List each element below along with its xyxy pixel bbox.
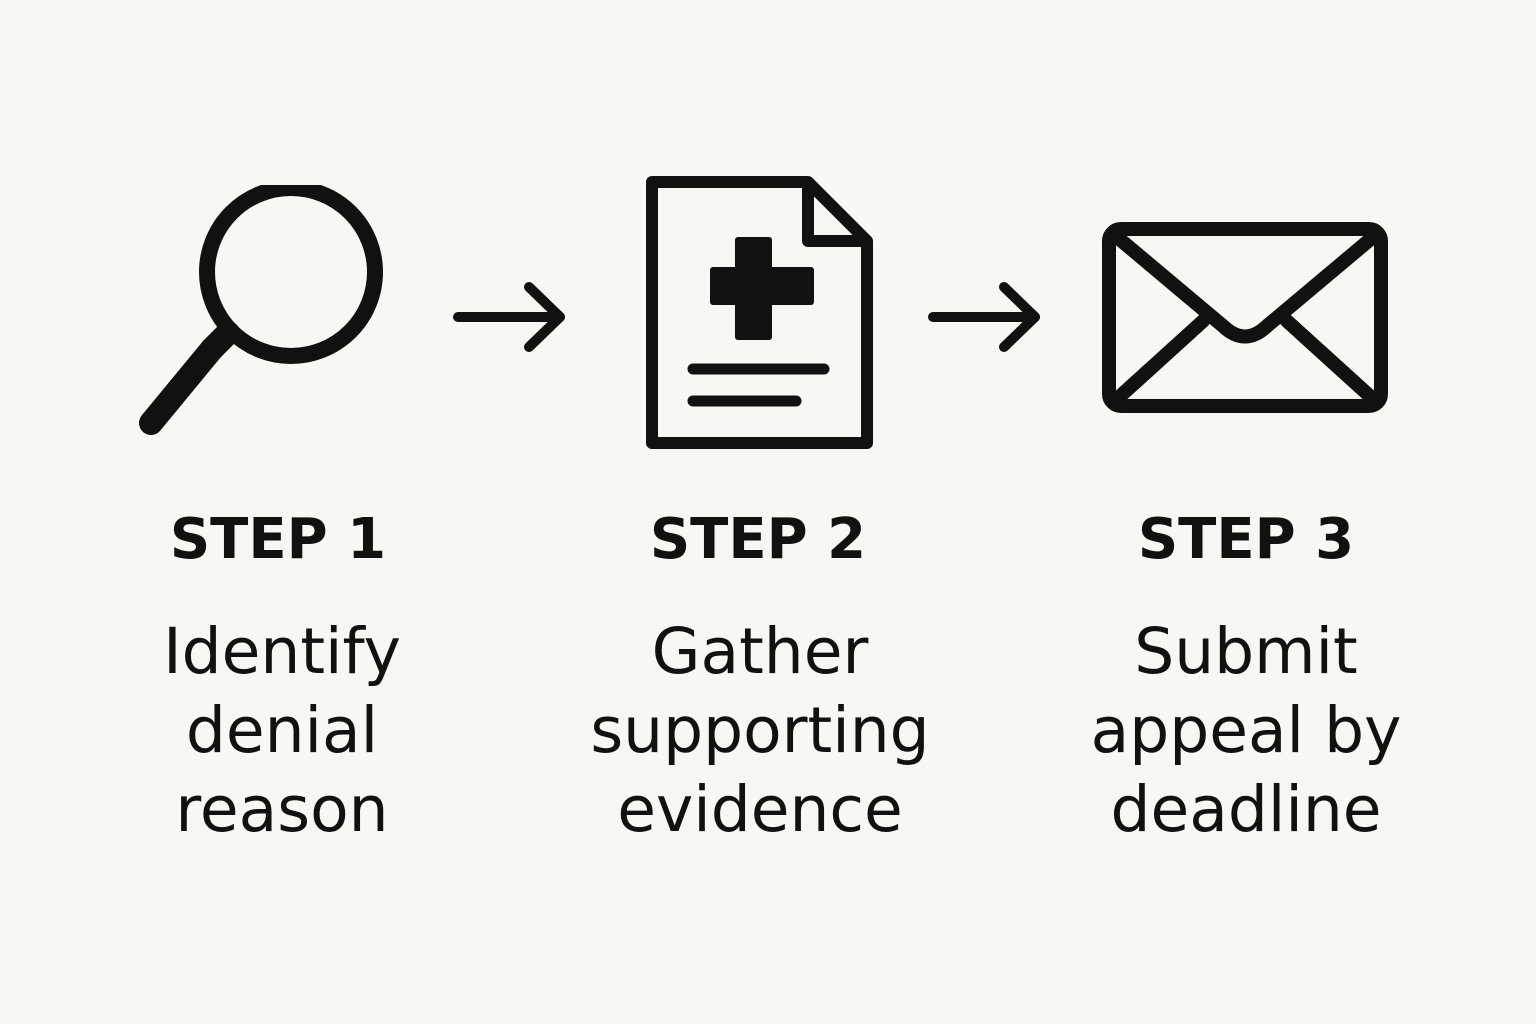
envelope-icon	[1102, 222, 1388, 413]
step-1-title: STEP 1	[169, 507, 387, 572]
step-1-description-line: Identify	[163, 615, 401, 688]
step-2-description-line: Gather	[651, 615, 869, 688]
medical-document-icon	[646, 176, 873, 449]
step-1-description-line: reason	[175, 773, 389, 846]
step-3-title: STEP 3	[1137, 507, 1355, 572]
magnifying-glass-icon	[139, 185, 383, 435]
step-1-description: Identify denial reason	[62, 612, 502, 849]
step-2-title: STEP 2	[649, 507, 867, 572]
step-2-description: Gather supporting evidence	[540, 612, 980, 849]
arrow-right-icon	[928, 282, 1040, 352]
step-3-description-line: deadline	[1110, 773, 1382, 846]
step-3-description-line: appeal by	[1090, 694, 1402, 767]
step-2-description-line: supporting	[590, 694, 930, 767]
step-1-description-line: denial	[185, 694, 379, 767]
arrow-right-icon	[453, 282, 565, 352]
step-2-description-line: evidence	[617, 773, 903, 846]
step-3-description-line: Submit	[1134, 615, 1358, 688]
step-3-description: Submit appeal by deadline	[1026, 612, 1466, 849]
